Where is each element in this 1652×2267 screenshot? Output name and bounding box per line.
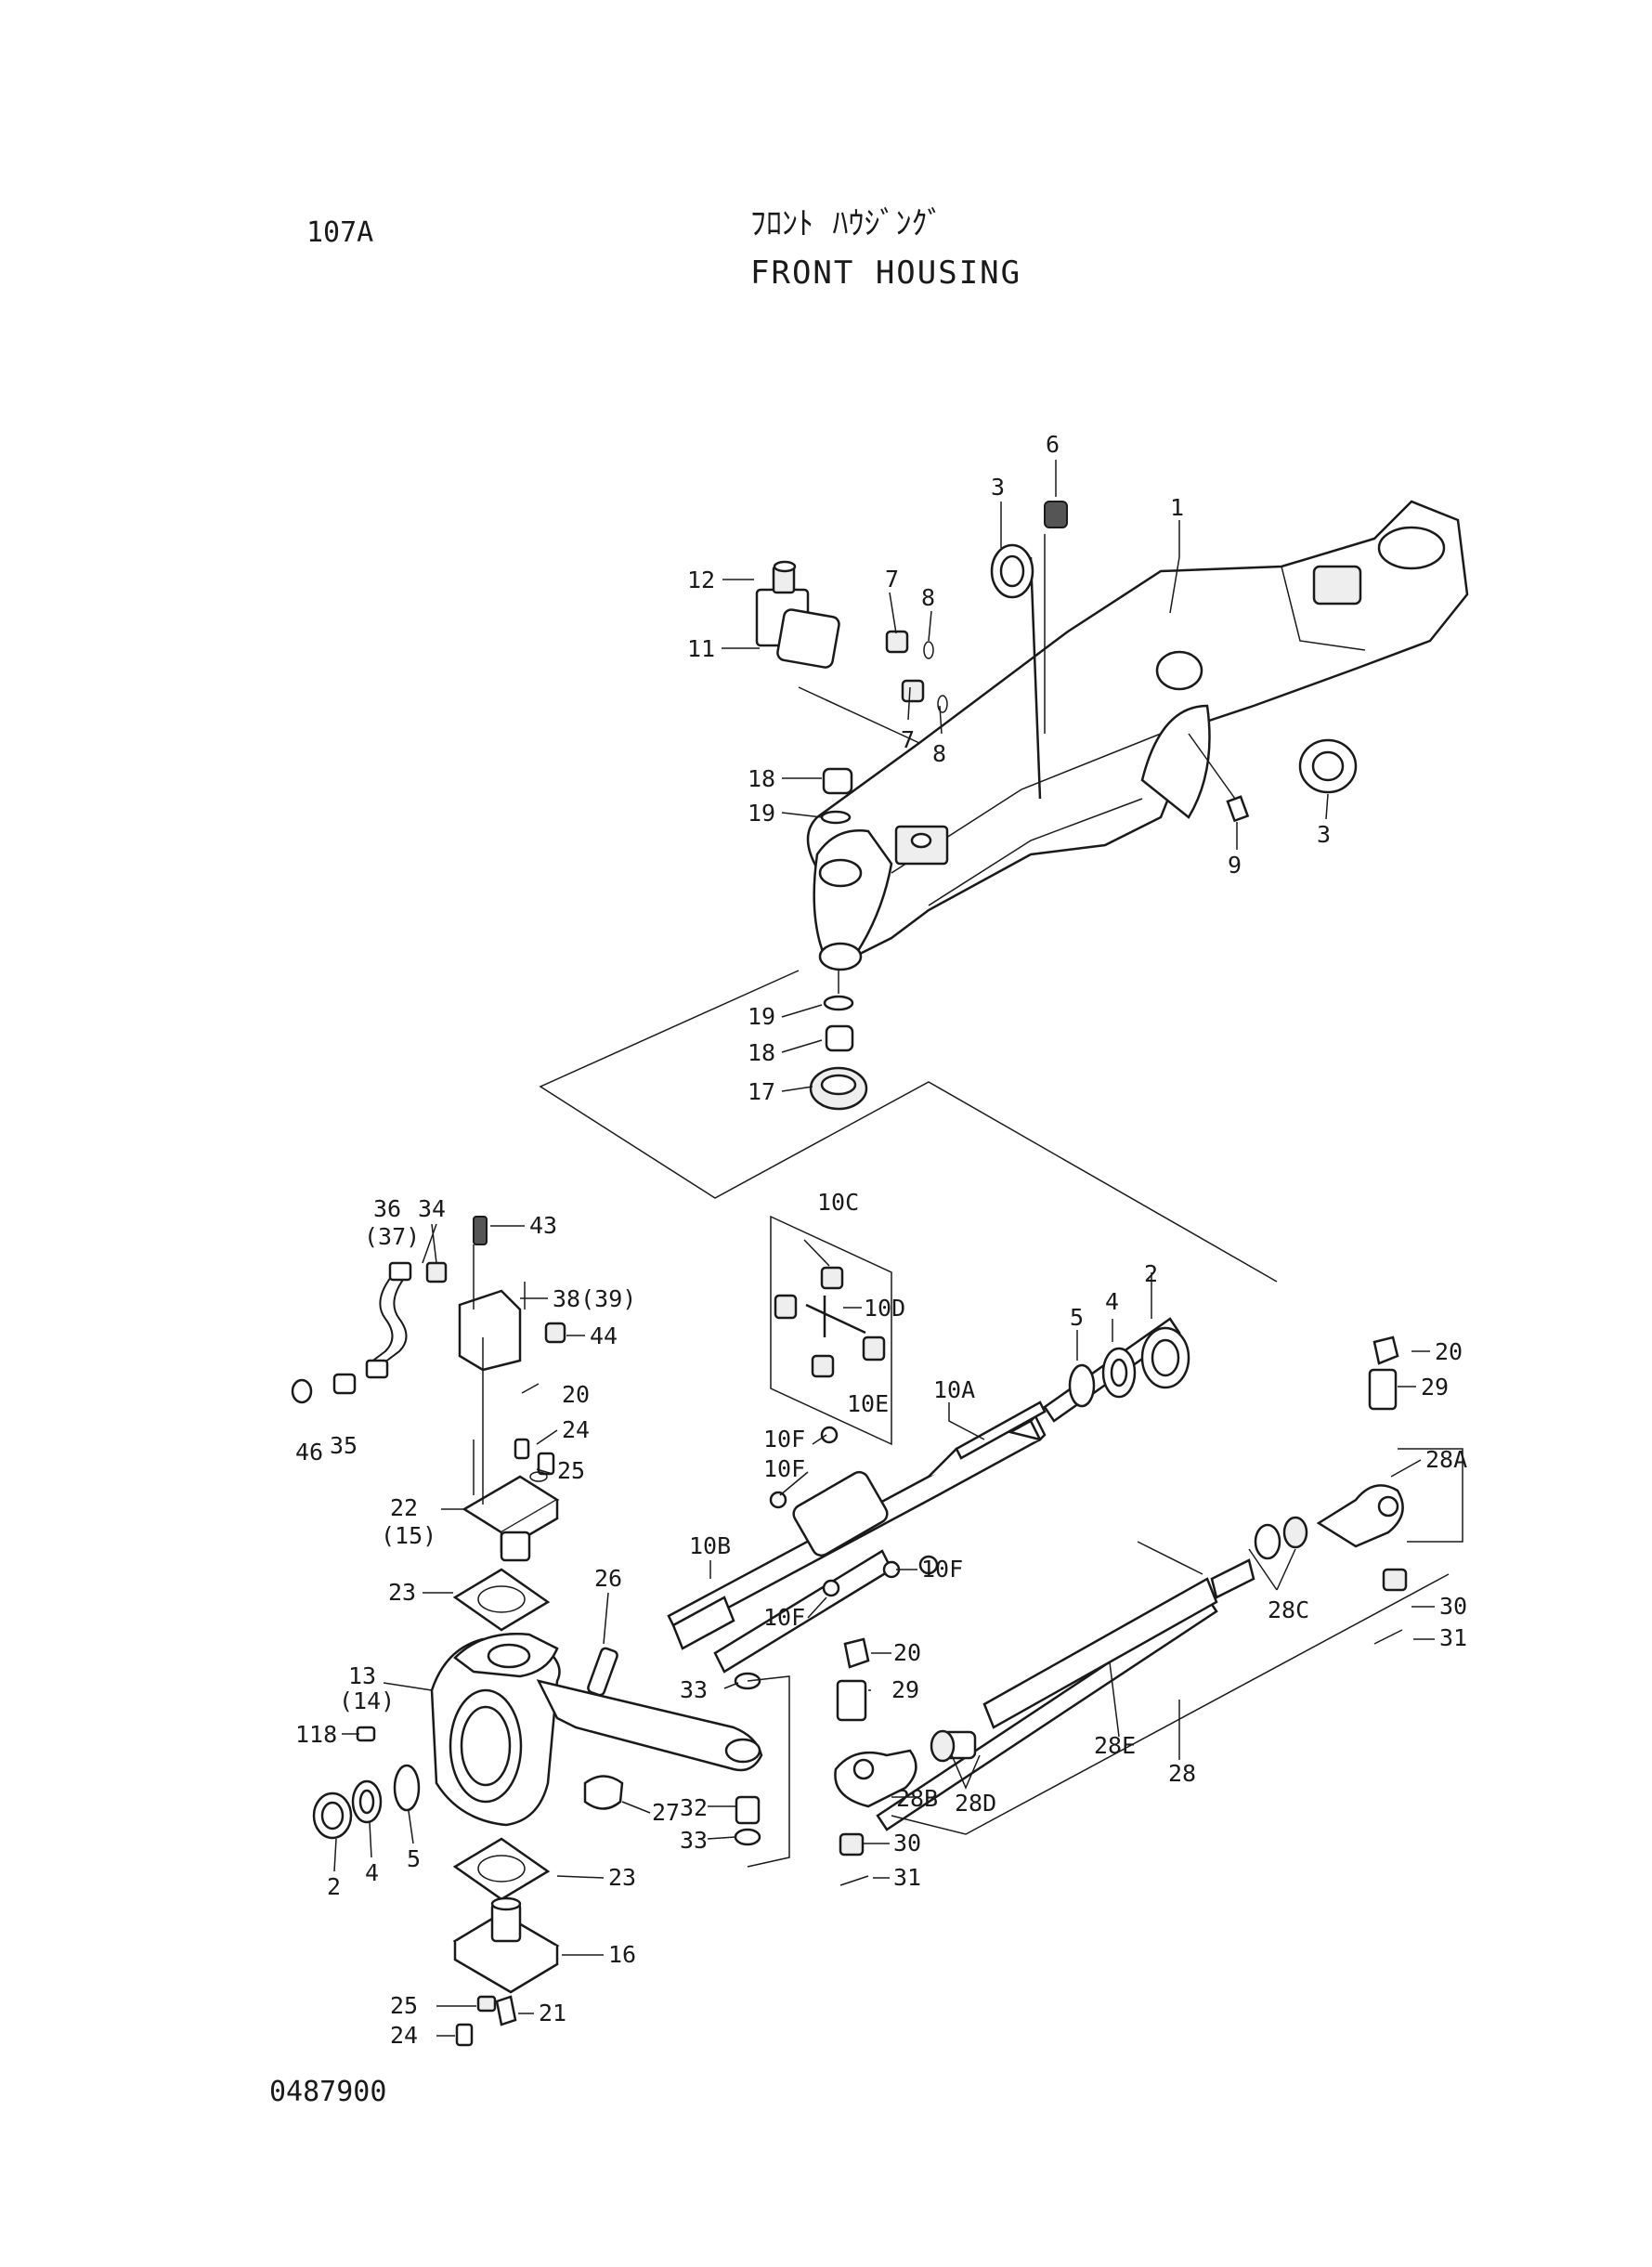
callout-20: 20 — [562, 1381, 590, 1408]
callout-labels: 6 3 1 12 7 8 11 7 8 18 19 9 3 19 18 17 3… — [295, 431, 1467, 2049]
callout-10d: 10D — [864, 1295, 905, 1322]
callout-30: 30 — [893, 1830, 921, 1857]
callout-3: 3 — [991, 474, 1005, 501]
callout-33: 33 — [680, 1827, 708, 1854]
callout-26: 26 — [594, 1565, 622, 1592]
callout-15: (15) — [381, 1522, 436, 1549]
callout-10f: 10F — [921, 1556, 963, 1583]
axle-housing — [806, 500, 1469, 971]
callout-28c: 28C — [1268, 1596, 1309, 1623]
callout-4: 4 — [1105, 1288, 1119, 1315]
assembly-lines-top — [539, 534, 1278, 1283]
callout-33: 33 — [680, 1676, 708, 1703]
universal-joint-detail — [769, 1215, 901, 1597]
callout-28a: 28A — [1425, 1446, 1467, 1473]
callout-6: 6 — [1046, 431, 1060, 458]
callout-1: 1 — [1170, 494, 1184, 521]
callout-35: 35 — [330, 1432, 358, 1459]
callout-18: 18 — [748, 765, 775, 792]
callout-23: 23 — [608, 1864, 636, 1891]
callout-23: 23 — [388, 1579, 416, 1606]
callout-18: 18 — [748, 1039, 775, 1066]
callout-31: 31 — [1439, 1624, 1467, 1651]
callout-8: 8 — [932, 740, 946, 767]
callout-10e: 10E — [847, 1390, 889, 1417]
callout-11: 11 — [687, 635, 715, 662]
callout-25: 25 — [390, 1992, 418, 2019]
bearing-set-upper — [1068, 1326, 1190, 1408]
callout-10f: 10F — [763, 1604, 805, 1631]
callout-10f: 10F — [763, 1426, 805, 1453]
callout-28: 28 — [1168, 1760, 1196, 1787]
callout-20: 20 — [893, 1639, 921, 1666]
bearing-set-lower — [312, 1764, 421, 1840]
callout-10b: 10B — [689, 1532, 731, 1559]
steering-knuckle — [356, 1633, 763, 1827]
callout-14: (14) — [339, 1687, 395, 1714]
callout-19: 19 — [748, 800, 775, 827]
callout-29: 29 — [1421, 1374, 1449, 1401]
callout-20: 20 — [1435, 1338, 1463, 1365]
callout-29: 29 — [891, 1676, 919, 1703]
callout-28d: 28D — [955, 1790, 996, 1817]
hose-and-bracket — [291, 1216, 566, 1505]
callout-34: 34 — [418, 1195, 446, 1222]
callout-27: 27 — [652, 1799, 680, 1826]
leader-lines — [333, 460, 1435, 2037]
callout-38-39: 38(39) — [553, 1285, 636, 1312]
callout-21: 21 — [539, 2000, 566, 2026]
callout-4: 4 — [365, 1859, 379, 1886]
callout-3: 3 — [1317, 821, 1331, 848]
callout-10a: 10A — [933, 1376, 975, 1403]
callout-7: 7 — [885, 566, 899, 593]
callout-32: 32 — [680, 1794, 708, 1821]
kingpin-assemblies — [452, 1282, 560, 2047]
callout-24: 24 — [390, 2022, 418, 2049]
callout-19: 19 — [748, 1003, 775, 1030]
callout-37: (37) — [364, 1223, 420, 1250]
title-japanese: ﾌﾛﾝﾄ ﾊｳｼﾞﾝｸﾞ — [750, 205, 943, 242]
callout-9: 9 — [1228, 852, 1242, 879]
knuckle-bushings — [734, 1672, 790, 1868]
callout-2: 2 — [327, 1873, 341, 1900]
callout-17: 17 — [748, 1078, 775, 1105]
callout-8: 8 — [921, 584, 935, 611]
title-english: FRONT HOUSING — [750, 254, 1021, 292]
callout-43: 43 — [529, 1212, 557, 1239]
callout-10c: 10C — [817, 1189, 859, 1216]
callout-10f: 10F — [763, 1455, 805, 1482]
callout-31: 31 — [893, 1864, 921, 1891]
callout-7: 7 — [901, 726, 915, 753]
callout-5: 5 — [407, 1845, 421, 1872]
callout-28e: 28E — [1094, 1732, 1136, 1759]
callout-118: 118 — [295, 1721, 337, 1748]
callout-44: 44 — [590, 1322, 618, 1349]
callout-2: 2 — [1144, 1260, 1158, 1287]
callout-24: 24 — [562, 1416, 590, 1443]
callout-12: 12 — [687, 567, 715, 593]
callout-16: 16 — [608, 1941, 636, 1968]
callout-30: 30 — [1439, 1593, 1467, 1620]
callout-5: 5 — [1070, 1304, 1084, 1331]
callout-28b: 28B — [896, 1785, 938, 1812]
tie-rod-assembly — [834, 1335, 1463, 1886]
callout-25: 25 — [557, 1457, 585, 1484]
callout-13: 13 — [348, 1662, 376, 1689]
page-code: 107A — [306, 216, 373, 249]
callout-22: 22 — [390, 1494, 418, 1521]
callout-46: 46 — [295, 1439, 323, 1466]
callout-36: 36 — [373, 1195, 401, 1222]
drawing-number: 0487900 — [269, 2076, 386, 2108]
top-hardware — [755, 501, 1358, 1111]
